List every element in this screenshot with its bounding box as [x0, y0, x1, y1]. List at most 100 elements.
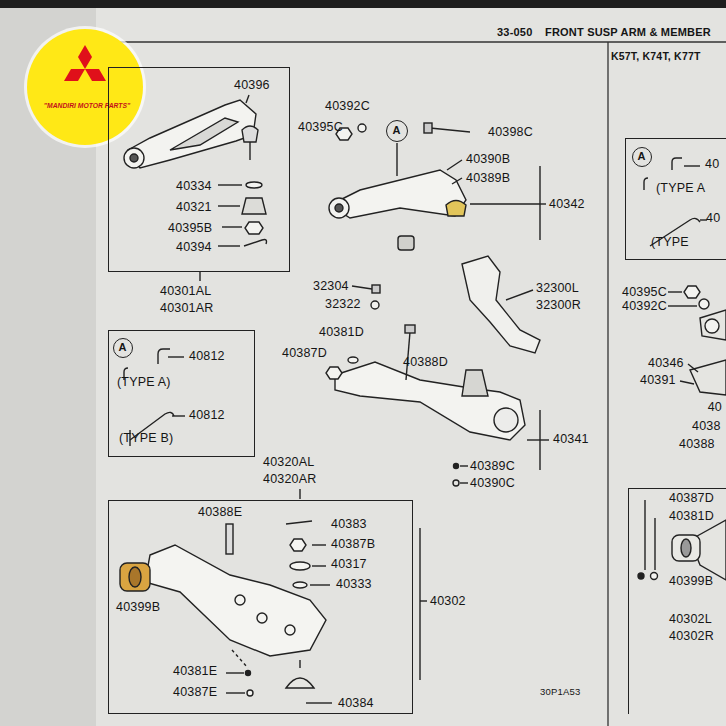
clip-types — [299, 489, 300, 499]
upper-arm-kit — [199, 272, 200, 281]
lower-arm-kit — [226, 672, 244, 673]
right-column-parts — [672, 535, 700, 561]
callout-number: 40389B — [466, 171, 510, 186]
part-number: 40317 — [331, 557, 367, 572]
callout-number: 40381D — [319, 325, 364, 340]
upper-arm-kit — [170, 118, 238, 150]
callout-number: 40388D — [403, 355, 448, 370]
upper-arm-assembly — [424, 123, 432, 133]
part-number: (TYPE B) — [119, 431, 173, 446]
right-column-parts — [680, 381, 694, 384]
upper-arm-kit — [218, 184, 242, 185]
part-number: 40381D — [669, 509, 714, 524]
upper-arm-kit — [242, 126, 258, 142]
part-number: 40399B — [669, 574, 713, 589]
callout-number: 40341 — [553, 432, 589, 447]
upper-arm-kit — [242, 198, 266, 214]
upper-arm-assembly — [452, 178, 462, 184]
upper-arm-assembly — [329, 123, 546, 250]
detail-box: 40812(TYPE A)40812(TYPE B)A — [108, 330, 255, 457]
lower-arm-kit — [232, 650, 248, 668]
upper-arm-kit — [124, 148, 144, 168]
upper-arm-kit — [246, 182, 262, 188]
lower-arm-assembly — [454, 464, 459, 469]
part-number: 40394 — [176, 240, 212, 255]
clip-types — [172, 415, 185, 416]
lower-arm-kit — [286, 521, 312, 524]
lower-arm-kit — [120, 563, 150, 591]
lower-arm-kit — [290, 562, 310, 570]
lower-arm-assembly — [405, 325, 415, 333]
upper-arm-assembly — [539, 166, 540, 240]
lower-arm-kit — [310, 584, 330, 585]
right-column-parts — [668, 291, 682, 292]
lower-arm-assembly — [460, 482, 468, 483]
part-number: 40384 — [338, 696, 374, 711]
part-number: (TYPE A) — [117, 375, 171, 390]
callout-number: 40392C — [622, 299, 667, 314]
logo-badge — [85, 69, 106, 81]
logo-badge — [24, 26, 146, 148]
upper-arm-kit — [245, 222, 263, 234]
lower-arm-assembly — [494, 408, 518, 432]
callout-number: 40387D — [282, 346, 327, 361]
callout-number: 30P1A53 — [540, 684, 581, 699]
upper-arm-assembly — [430, 128, 470, 132]
right-column-parts — [654, 518, 655, 570]
detail-letter: A — [633, 150, 650, 163]
logo-badge — [78, 45, 92, 69]
callout-number: 32304 — [313, 279, 349, 294]
parts-box: 40396403344032140395B40394 — [108, 67, 290, 272]
callout-number: 32322 — [325, 297, 361, 312]
lower-arm-assembly — [527, 439, 549, 440]
part-number: (TYPE A — [656, 181, 705, 196]
callout-number: 40398C — [488, 125, 533, 140]
clip-types — [168, 356, 184, 357]
right-column-parts — [690, 360, 726, 395]
lower-arm-assembly — [462, 370, 488, 396]
part-number: 40387D — [669, 491, 714, 506]
knuckle — [506, 290, 533, 300]
part-number: 40381E — [173, 664, 217, 679]
page-title: FRONT SUSP ARM & MEMBER — [545, 25, 711, 40]
part-number: 40812 — [189, 349, 225, 364]
paper — [607, 42, 608, 726]
upper-arm-assembly — [447, 160, 462, 170]
lower-arm-kit — [257, 613, 267, 623]
callout-number: 40301AL — [160, 284, 211, 299]
lower-arm-kit — [312, 565, 326, 566]
callout-number: 40346 — [648, 356, 684, 371]
right-column-parts — [700, 310, 726, 340]
lower-arm-kit — [420, 600, 427, 601]
part-number: 40812 — [189, 408, 225, 423]
upper-arm-kit — [130, 154, 138, 162]
part-number: 40333 — [336, 577, 372, 592]
part-number: 40 — [706, 211, 720, 226]
callout-number: 40392C — [325, 99, 370, 114]
lower-arm-kit — [312, 544, 326, 545]
part-number: 40395B — [168, 221, 212, 236]
upper-arm-assembly — [470, 203, 540, 204]
right-column-parts — [644, 178, 648, 190]
right-column-parts — [688, 364, 698, 372]
logo-badge — [24, 26, 146, 148]
upper-arm-kit — [244, 240, 267, 247]
lower-arm-kit — [293, 582, 307, 588]
lower-arm-kit — [285, 625, 295, 635]
upper-arm-assembly — [335, 204, 343, 212]
right-column-parts — [644, 500, 645, 570]
right-column-parts — [684, 165, 700, 166]
lower-arm-kit — [290, 539, 306, 551]
upper-arm-kit — [249, 142, 250, 160]
knuckle — [372, 285, 380, 293]
knuckle — [352, 286, 372, 289]
lower-arm-assembly — [335, 362, 525, 440]
right-column-parts — [651, 573, 658, 580]
lower-arm-kit — [129, 567, 141, 587]
lower-arm-kit — [419, 528, 420, 680]
upper-arm-assembly — [358, 124, 366, 132]
callout-number: 4038 — [692, 419, 721, 434]
page-reference: 33-050 — [497, 25, 532, 40]
